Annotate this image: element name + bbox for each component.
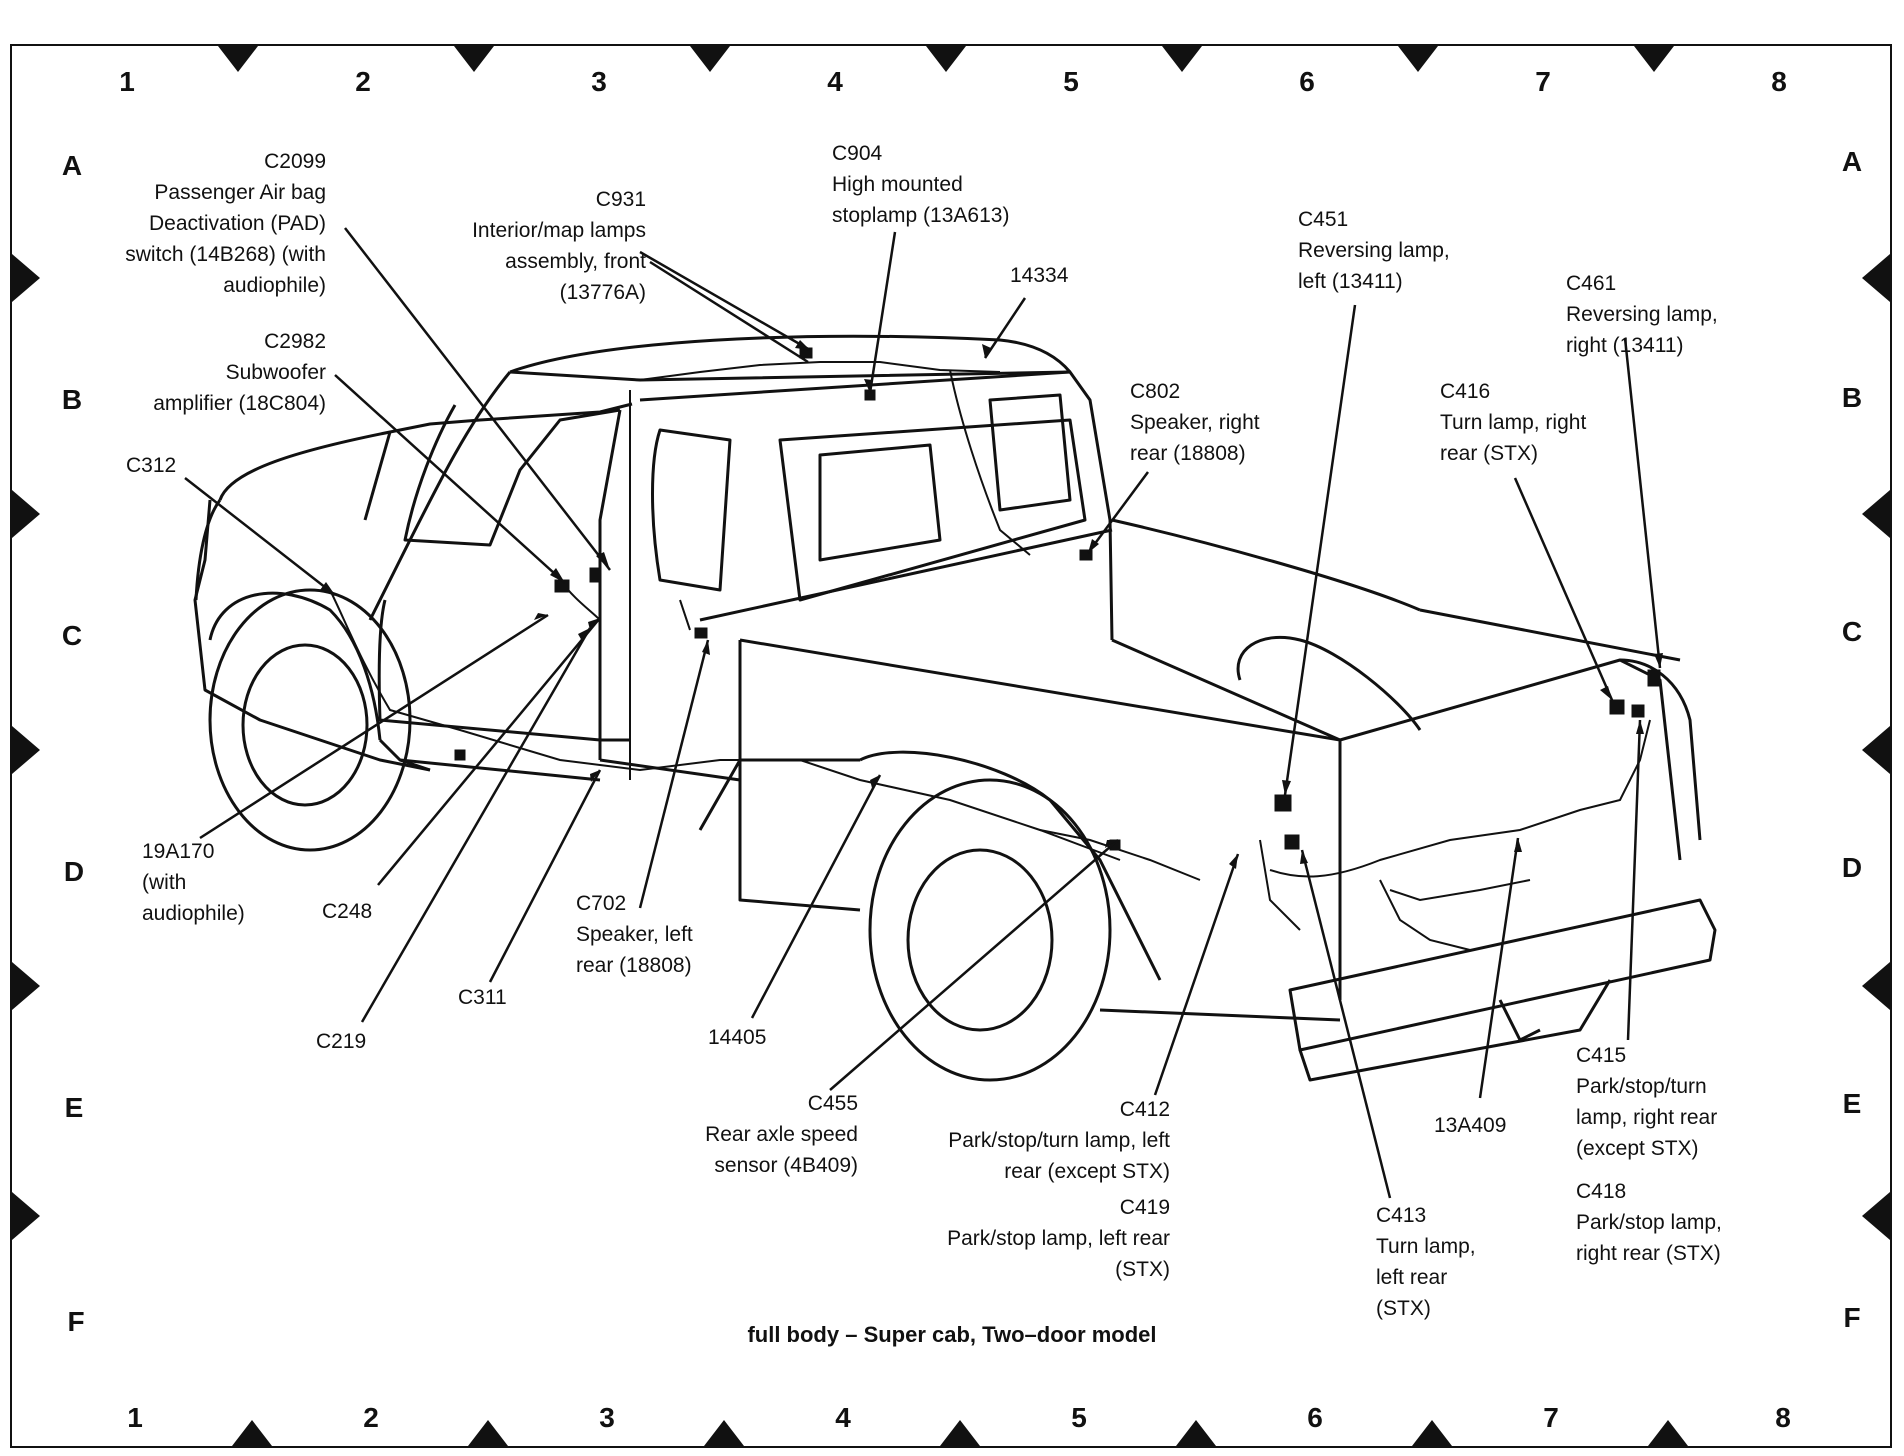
col-label-bottom: 4 xyxy=(835,1402,851,1433)
row-label-left: C xyxy=(61,620,83,651)
diagram-caption: full body – Super cab, Two–door model xyxy=(747,1322,1157,1347)
callout-c248: C248 xyxy=(322,900,373,923)
callout-c311: C311 xyxy=(458,986,507,1009)
row-label-left: F xyxy=(67,1306,85,1337)
row-label-right: F xyxy=(1843,1302,1861,1333)
col-label-top: 2 xyxy=(355,66,371,97)
leader-lines xyxy=(184,227,1662,1199)
truck-body xyxy=(193,334,1717,1082)
col-label-top: 7 xyxy=(1535,66,1551,97)
callout-14334: 14334 xyxy=(1010,264,1069,287)
col-label-bottom: 7 xyxy=(1543,1402,1559,1433)
diagram-frame xyxy=(10,44,1892,1448)
callout-13a409: 13A409 xyxy=(1434,1114,1507,1137)
callout-c312: C312 xyxy=(126,454,177,477)
row-label-right: B xyxy=(1841,382,1863,413)
callout-c219: C219 xyxy=(316,1030,367,1053)
col-label-top: 6 xyxy=(1299,66,1315,97)
col-label-top: 1 xyxy=(119,66,135,97)
col-label-top: 5 xyxy=(1063,66,1079,97)
col-label-bottom: 8 xyxy=(1775,1402,1791,1433)
col-label-bottom: 3 xyxy=(599,1402,615,1433)
col-label-bottom: 1 xyxy=(127,1402,143,1433)
wiring-harness xyxy=(329,361,1651,951)
row-label-right: C xyxy=(1841,616,1863,647)
col-label-top: 8 xyxy=(1771,66,1787,97)
row-label-right: E xyxy=(1842,1088,1862,1119)
row-label-right: A xyxy=(1841,146,1863,177)
col-label-top: 4 xyxy=(827,66,843,97)
row-label-right: D xyxy=(1841,852,1863,883)
row-label-left: B xyxy=(61,384,83,415)
row-label-left: D xyxy=(63,856,85,887)
row-label-left: E xyxy=(64,1092,84,1123)
col-label-bottom: 5 xyxy=(1071,1402,1087,1433)
col-label-bottom: 6 xyxy=(1307,1402,1323,1433)
col-label-bottom: 2 xyxy=(363,1402,379,1433)
row-label-left: A xyxy=(61,150,83,181)
border-markers xyxy=(12,46,1890,1446)
connectors xyxy=(454,347,1661,851)
arrowheads xyxy=(320,340,1663,869)
col-label-top: 3 xyxy=(591,66,607,97)
callout-14405: 14405 xyxy=(708,1026,767,1049)
